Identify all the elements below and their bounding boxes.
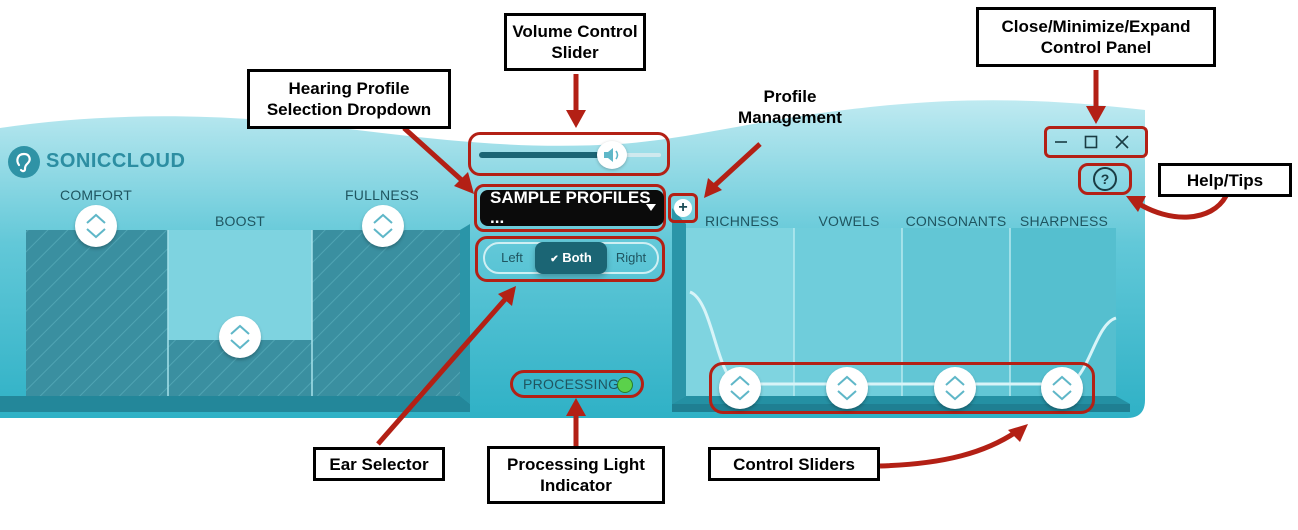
ear-selector-highlight <box>475 236 665 282</box>
minimize-icon <box>1055 141 1067 143</box>
processing-light <box>617 377 633 393</box>
callout-profile-management: Profile Management <box>738 87 842 127</box>
processing-indicator: PROCESSING <box>510 370 644 398</box>
app-brand: SONICCLOUD <box>46 150 186 172</box>
close-button[interactable] <box>1109 130 1135 154</box>
check-icon: ✔ <box>550 254 559 265</box>
band-label-boost: BOOST <box>214 213 265 229</box>
volume-slider-thumb[interactable] <box>596 141 627 169</box>
callout-processing: Processing Light Indicator <box>487 446 665 504</box>
chevron-up-down-icon <box>1052 375 1072 401</box>
close-icon <box>1115 135 1129 149</box>
comfort-slider-knob[interactable] <box>75 205 117 247</box>
vowels-slider-knob[interactable] <box>826 367 868 409</box>
right-bands <box>672 208 1130 412</box>
left-bands <box>0 224 470 412</box>
help-button[interactable]: ? <box>1078 163 1132 195</box>
boost-slider-knob[interactable] <box>219 316 261 358</box>
chevron-up-down-icon <box>373 213 393 239</box>
richness-slider-knob[interactable] <box>719 367 761 409</box>
sharpness-slider-knob[interactable] <box>1041 367 1083 409</box>
volume-fill <box>479 152 612 158</box>
callout-control-sliders: Control Sliders <box>708 447 880 481</box>
callout-volume: Volume Control Slider <box>504 13 646 71</box>
ear-right-button[interactable]: Right <box>615 250 647 265</box>
chevron-up-down-icon <box>230 324 250 350</box>
chevron-up-down-icon <box>86 213 106 239</box>
callout-hearing-profile: Hearing Profile Selection Dropdown <box>247 69 451 129</box>
ear-left-button[interactable]: Left <box>501 250 523 265</box>
profile-selected-label: SAMPLE PROFILES ... <box>490 188 651 227</box>
callout-window-controls: Close/Minimize/Expand Control Panel <box>976 7 1216 67</box>
maximize-button[interactable] <box>1078 130 1104 154</box>
annotation-arrows <box>376 70 1229 469</box>
volume-control <box>468 132 670 176</box>
comfort-band <box>26 230 168 396</box>
profile-management-button[interactable]: + <box>668 193 698 223</box>
window-controls-highlight <box>1044 126 1148 158</box>
speaker-icon <box>603 148 619 162</box>
band-label-comfort: COMFORT <box>60 187 132 203</box>
processing-label: PROCESSING <box>523 376 620 392</box>
minimize-button[interactable] <box>1048 130 1074 154</box>
profile-dropdown-highlight <box>474 184 666 232</box>
chevron-up-down-icon <box>837 375 857 401</box>
question-icon: ? <box>1093 167 1117 191</box>
ear-both-label: Both <box>562 250 592 265</box>
callout-ear-selector: Ear Selector <box>313 447 445 481</box>
ear-logo-icon <box>8 146 40 178</box>
band-label-sharpness: SHARPNESS <box>1019 213 1109 229</box>
chevron-up-down-icon <box>730 375 750 401</box>
caret-down-icon <box>646 204 656 211</box>
band-label-richness: RICHNESS <box>705 213 779 229</box>
chevron-up-down-icon <box>945 375 965 401</box>
band-label-fullness: FULLNESS <box>345 187 419 203</box>
band-label-vowels: VOWELS <box>818 213 880 229</box>
fullness-band <box>312 230 460 396</box>
fullness-slider-knob[interactable] <box>362 205 404 247</box>
consonants-slider-knob[interactable] <box>934 367 976 409</box>
control-sliders-highlight <box>709 362 1095 414</box>
hearing-profile-dropdown[interactable]: SAMPLE PROFILES ... <box>480 188 664 227</box>
band-label-consonants: CONSONANTS <box>905 213 1007 229</box>
ear-both-button[interactable]: ✔ Both <box>535 242 607 274</box>
plus-icon: + <box>674 199 692 217</box>
callout-help: Help/Tips <box>1158 163 1292 197</box>
maximize-icon <box>1084 135 1098 149</box>
